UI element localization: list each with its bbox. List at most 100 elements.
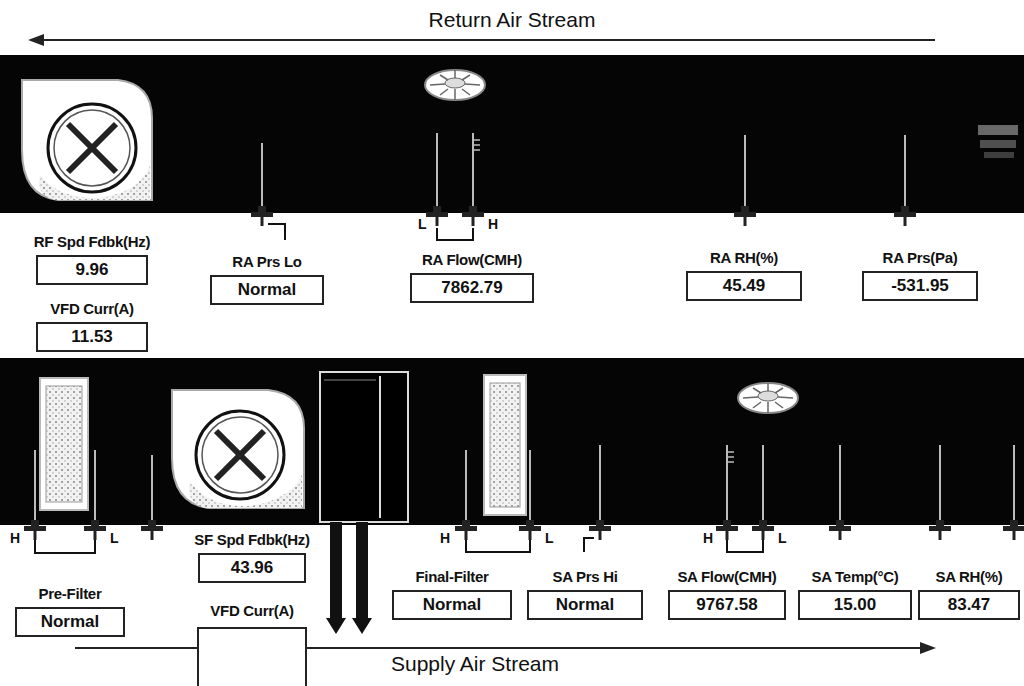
- point-name: RA Prs Lo: [232, 252, 301, 271]
- probe-base: [744, 217, 747, 226]
- point-name: SA Prs Hi: [552, 567, 617, 586]
- probe-base: [1010, 520, 1018, 526]
- probe-base: [519, 526, 541, 531]
- value-box: [198, 628, 306, 686]
- probe-base: [261, 217, 264, 226]
- sensor-readout: SA RH(%)83.47: [918, 567, 1020, 620]
- probe-tick: [473, 144, 480, 146]
- point-name: RA Prs(Pa): [883, 248, 958, 267]
- point-value: -531.95: [862, 271, 978, 301]
- probe-stem: [261, 143, 263, 208]
- point-name: RA RH(%): [710, 248, 778, 267]
- probe-stem: [529, 450, 531, 522]
- probe-base: [94, 531, 97, 540]
- probe-base: [426, 212, 448, 217]
- supply-fan: [172, 390, 304, 508]
- probe-base: [258, 206, 266, 212]
- probe-tick: [473, 139, 480, 141]
- air-diffuser: [425, 70, 485, 100]
- probe-base: [596, 520, 604, 526]
- probe-base: [904, 217, 907, 226]
- probe-stem: [465, 450, 467, 522]
- probe-base: [752, 526, 774, 531]
- probe-base: [599, 531, 602, 540]
- point-name: SA Temp(°C): [812, 567, 899, 586]
- probe-base: [433, 206, 441, 212]
- point-name: SF Spd Fdbk(Hz): [194, 530, 310, 549]
- probe-base: [529, 531, 532, 540]
- probe-base: [716, 526, 738, 531]
- port-letter: L: [110, 530, 119, 546]
- probe-stem: [939, 445, 941, 522]
- probe-tick: [727, 456, 734, 458]
- supply-duct: [0, 358, 1024, 525]
- probe-base: [148, 520, 156, 526]
- probe-stem: [94, 450, 96, 522]
- probe-stem: [744, 135, 746, 208]
- sensor-readout: SA Prs Hi Normal: [527, 567, 643, 620]
- probe-stem: [1013, 445, 1015, 522]
- port-letter: H: [10, 530, 20, 546]
- probe-base: [465, 531, 468, 540]
- point-name: SA RH(%): [935, 567, 1002, 586]
- sensor-readout: RF Spd Fdbk(Hz) 9.96: [34, 232, 150, 285]
- probe-stem: [762, 445, 764, 522]
- probe-base: [469, 206, 477, 212]
- point-value: 7862.79: [410, 273, 534, 303]
- probe-base: [759, 520, 767, 526]
- probe-stem: [34, 450, 36, 522]
- final-filter: [484, 375, 526, 515]
- probe-base: [84, 526, 106, 531]
- point-value: Normal: [15, 607, 125, 637]
- sensor-readout: Pre-FilterNormal: [15, 584, 125, 637]
- probe-base: [936, 520, 944, 526]
- point-name: RF Spd Fdbk(Hz): [34, 232, 150, 251]
- point-name: VFD Curr(A): [210, 602, 293, 619]
- sensor-readout: SF Spd Fdbk(Hz) 43.96: [194, 530, 310, 583]
- point-value: Normal: [210, 275, 324, 305]
- point-value: 11.53: [36, 322, 148, 352]
- sensor-readout: RA Prs(Pa) -531.95: [862, 248, 978, 301]
- return-duct: [0, 55, 1024, 213]
- point-name: Pre-Filter: [39, 584, 102, 603]
- port-letter: H: [440, 530, 450, 546]
- point-value: 45.49: [686, 271, 802, 301]
- port-letter: L: [545, 530, 554, 546]
- probe-stem: [436, 133, 438, 208]
- probe-stem: [904, 135, 906, 208]
- probe-base: [1013, 531, 1016, 540]
- probe-base: [741, 206, 749, 212]
- arrow-head: [920, 642, 936, 654]
- probe-base: [734, 212, 756, 217]
- point-value: 43.96: [198, 553, 306, 583]
- probe-base: [462, 520, 470, 526]
- probe-base: [34, 531, 37, 540]
- point-value: 9.96: [36, 255, 148, 285]
- sensor-readout: RA Prs Lo Normal: [210, 252, 324, 305]
- point-value: Normal: [527, 590, 643, 620]
- point-name: SA Flow(CMH): [677, 567, 776, 586]
- sensor-readout: VFD Curr(A)11.53: [36, 299, 148, 352]
- point-value: 9767.58: [668, 590, 786, 620]
- point-value: 15.00: [798, 590, 912, 620]
- flow-arrow: [40, 39, 935, 41]
- probe-base: [31, 520, 39, 526]
- probe-base: [901, 206, 909, 212]
- probe-base: [472, 217, 475, 226]
- probe-tick: [727, 451, 734, 453]
- port-letter: H: [488, 216, 498, 232]
- probe-base: [151, 531, 154, 540]
- sensor-probes: [24, 133, 1024, 540]
- probe-base: [141, 526, 163, 531]
- pre-filter: [40, 378, 88, 510]
- probe-base: [589, 526, 611, 531]
- pressure-tubing: [35, 224, 763, 553]
- sensor-readout: RA Flow(CMH)7862.79: [410, 250, 534, 303]
- port-letter: H: [703, 530, 713, 546]
- probe-base: [939, 531, 942, 540]
- probe-base: [836, 520, 844, 526]
- probe-base: [24, 526, 46, 531]
- sensor-readout: Final-FilterNormal: [392, 567, 512, 620]
- probe-base: [723, 520, 731, 526]
- probe-base: [526, 520, 534, 526]
